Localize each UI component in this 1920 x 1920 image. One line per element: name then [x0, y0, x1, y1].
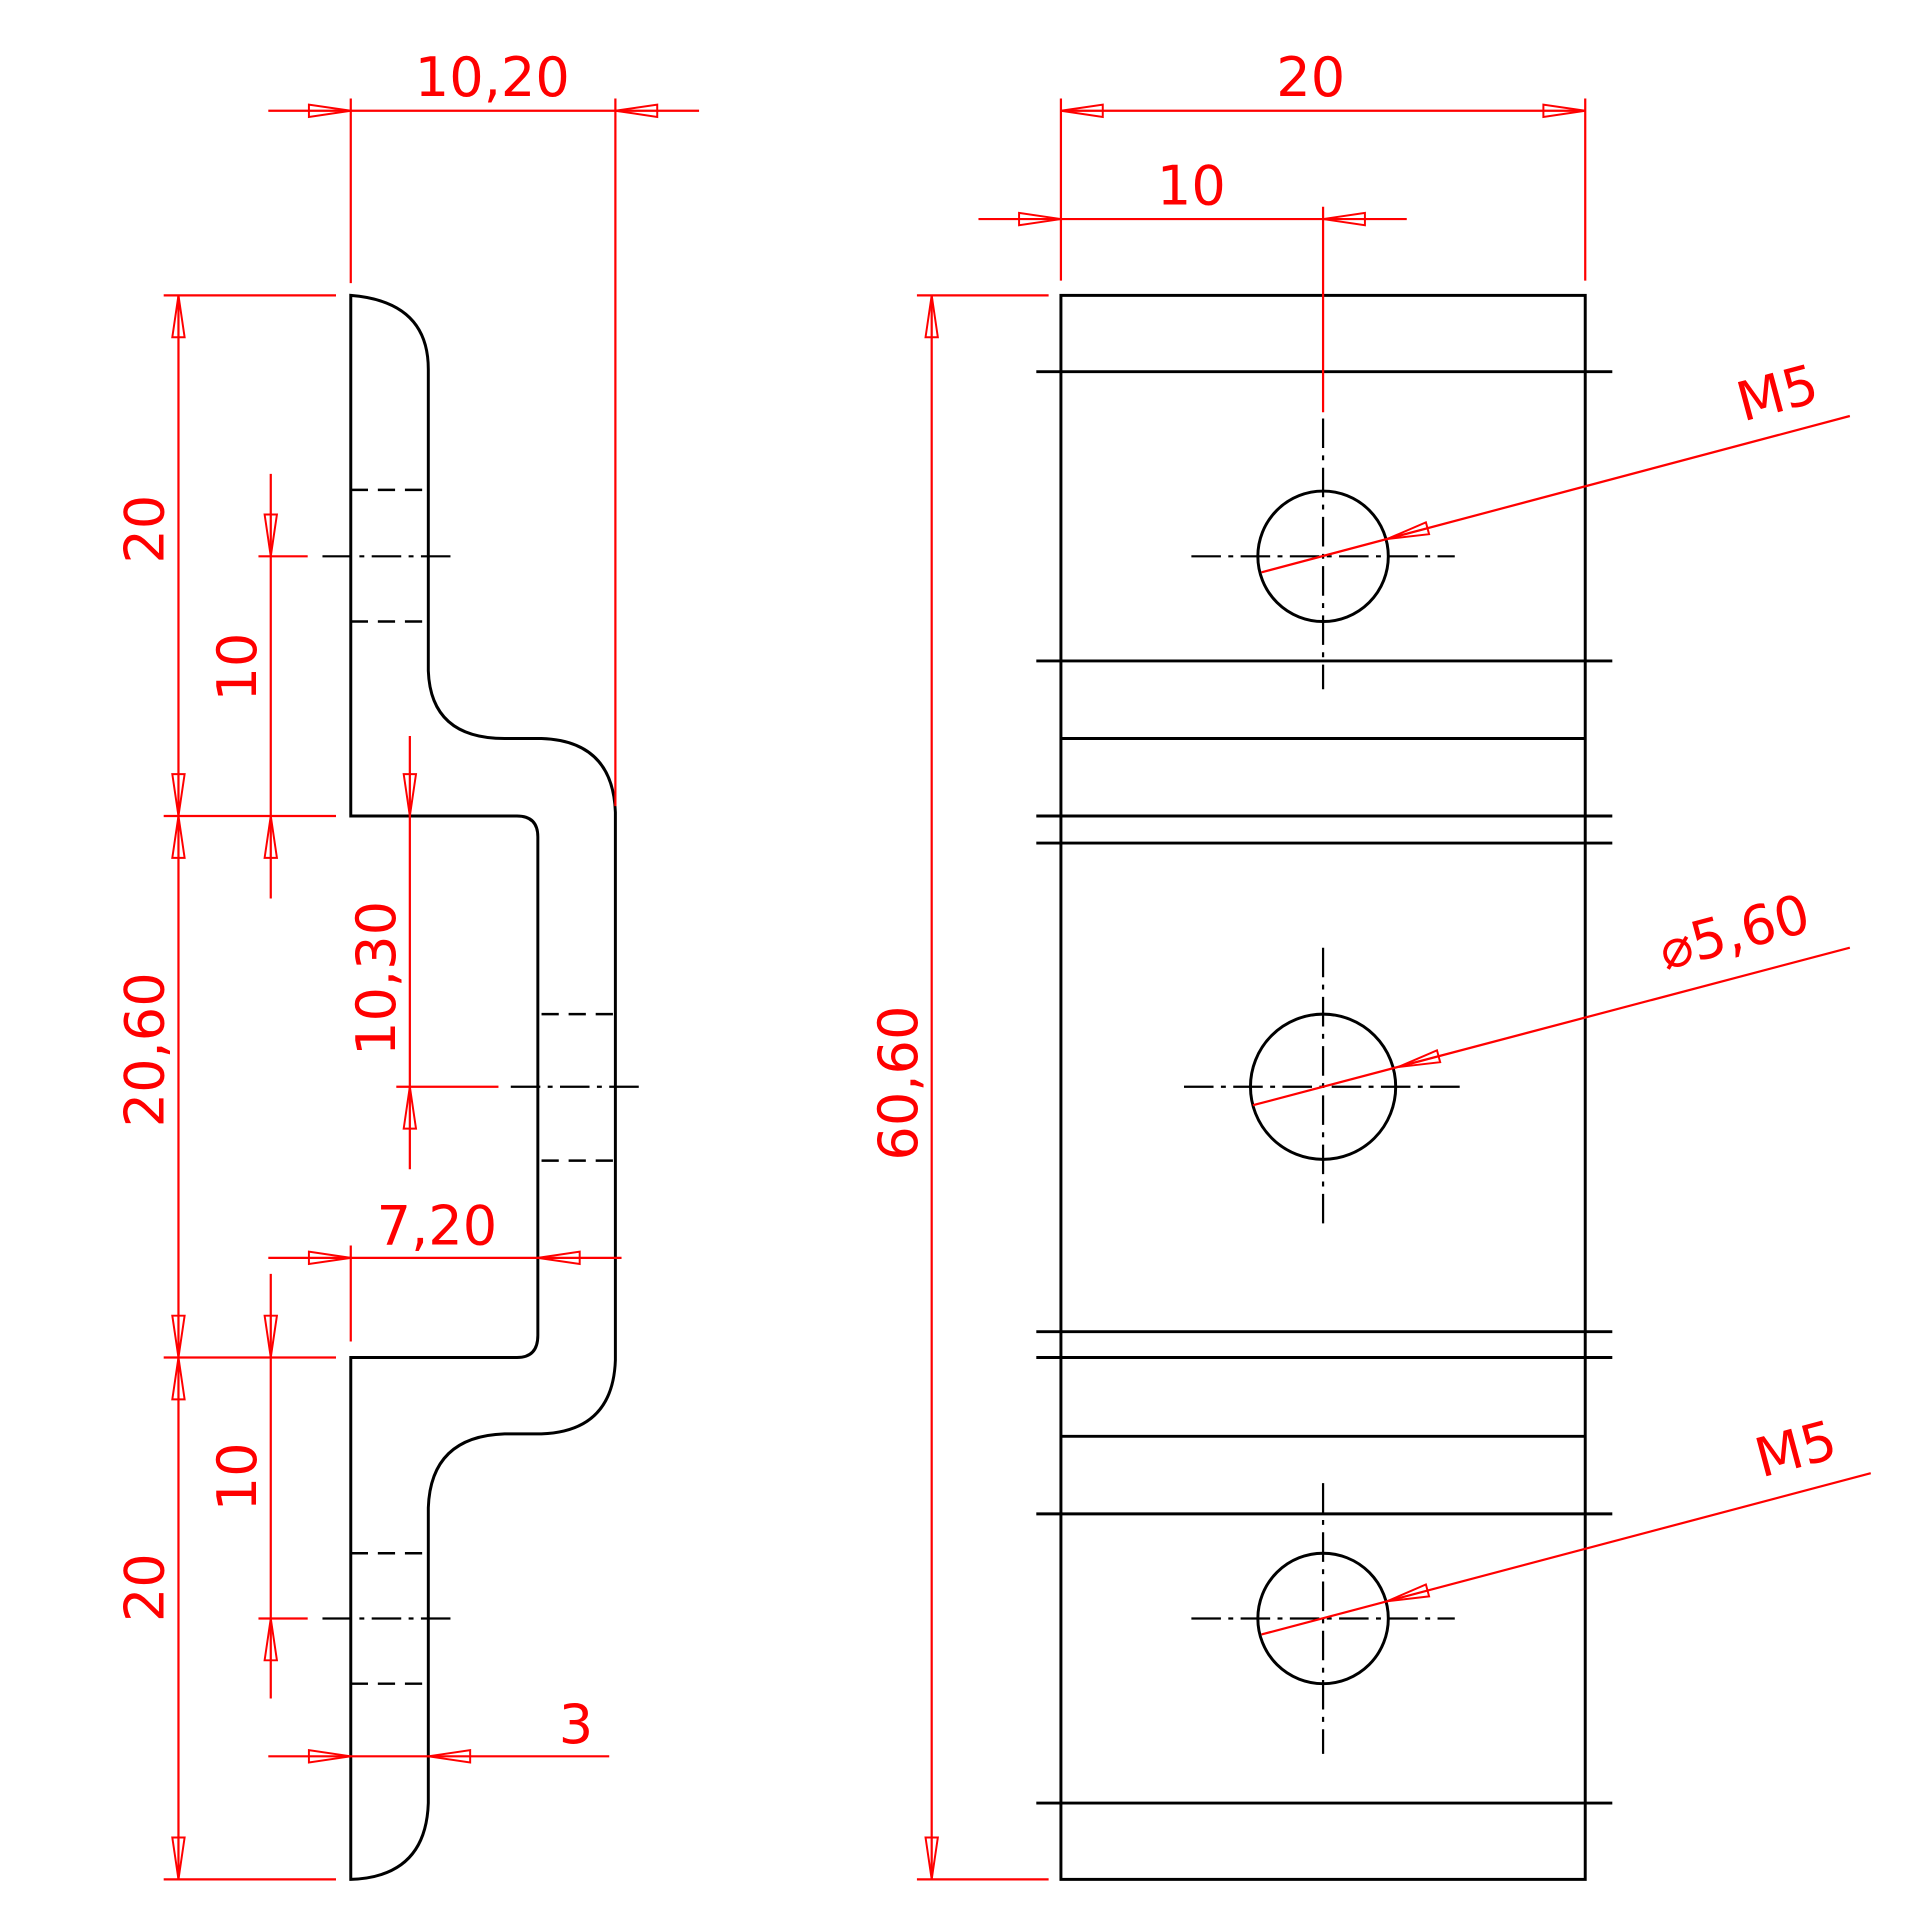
arrowhead: [171, 1357, 186, 1401]
dim-front-height: 60,60: [867, 1006, 930, 1161]
arrowhead: [263, 1314, 279, 1358]
dim-side-thickness: 3: [559, 1693, 593, 1756]
arrowhead: [1060, 103, 1104, 119]
dimension-lines: [163, 98, 1872, 1881]
arrowhead: [307, 103, 351, 119]
arrowhead: [171, 773, 186, 817]
dim-side-overall-width: 10,20: [415, 46, 570, 109]
arrowhead: [171, 1836, 186, 1880]
side-profile-outline: [349, 293, 617, 1881]
dim-side-middle: 20,60: [114, 972, 177, 1127]
dimension-arrows: [171, 103, 1586, 1880]
label-bottom-hole: M5: [1748, 1408, 1843, 1490]
arrowhead: [924, 1836, 939, 1880]
dim-front-width: 20: [1276, 46, 1345, 109]
arrowhead: [402, 1086, 418, 1130]
arrowhead: [402, 773, 418, 817]
arrowhead: [615, 103, 659, 119]
label-top-hole: M5: [1730, 352, 1825, 434]
arrowhead: [263, 815, 279, 859]
arrowhead: [428, 1749, 472, 1764]
bend-lines: [1036, 370, 1613, 1805]
arrowhead: [171, 1314, 186, 1358]
arrowhead: [1322, 211, 1366, 227]
arrowhead: [537, 1250, 581, 1266]
label-middle-hole: ⌀5,60: [1652, 882, 1816, 982]
arrowhead: [171, 815, 186, 859]
arrowhead: [263, 1618, 279, 1662]
dim-side-top-flange: 20: [114, 495, 177, 564]
arrowhead: [1386, 1583, 1431, 1603]
arrowhead: [1542, 103, 1586, 119]
dim-front-hole-offset: 10: [1157, 154, 1226, 217]
arrowhead: [1386, 520, 1431, 541]
arrowhead: [1397, 1048, 1442, 1069]
dim-side-top-hole: 10: [206, 633, 269, 702]
dim-side-bottom-hole: 10: [206, 1442, 269, 1511]
arrowhead: [307, 1250, 351, 1266]
side-view: [322, 293, 645, 1881]
arrowhead: [1018, 211, 1062, 227]
arrowhead: [263, 513, 279, 557]
front-view: [1036, 293, 1613, 1881]
dim-side-bottom-flange: 20: [114, 1553, 177, 1622]
dim-side-offset-width: 7,20: [377, 1194, 498, 1257]
arrowhead: [171, 295, 186, 339]
arrowhead: [307, 1749, 351, 1764]
dim-side-middle-hole: 10,30: [345, 901, 408, 1056]
arrowhead: [924, 295, 939, 339]
